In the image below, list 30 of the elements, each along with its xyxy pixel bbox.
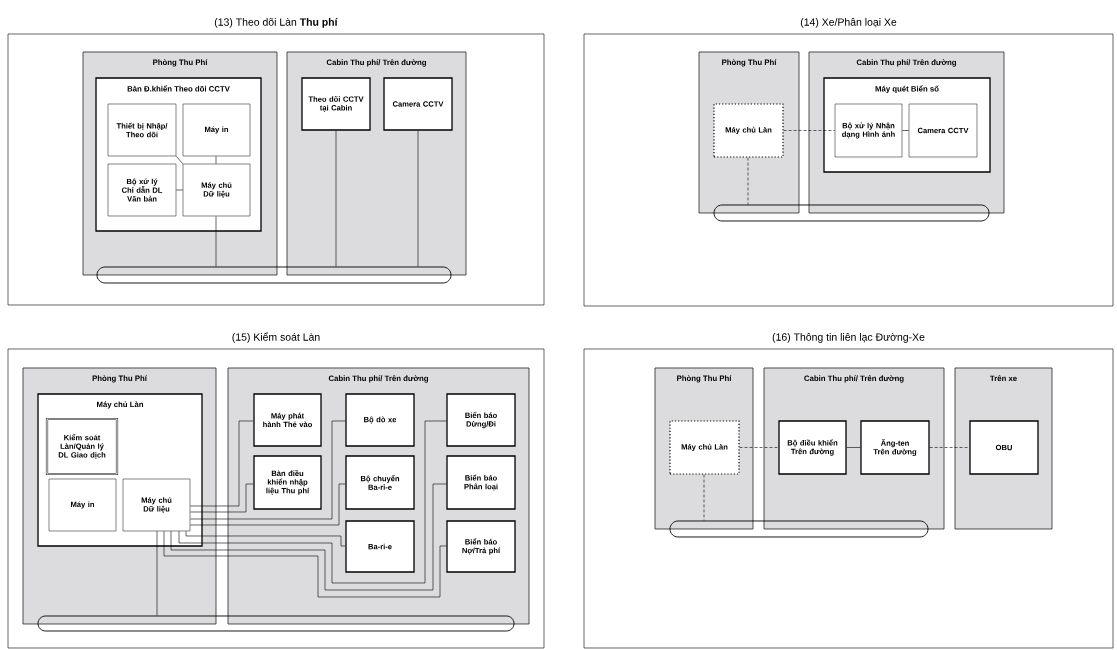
connector-line: [190, 483, 254, 513]
node-label: (16) Thông tin liên lạc Đường-Xe: [772, 332, 925, 343]
bus-bar: [669, 520, 929, 538]
connector-line: [190, 420, 254, 507]
connector-line: [215, 216, 217, 267]
connector-line: [190, 483, 346, 526]
connector-line: [929, 447, 970, 448]
connector-line: [176, 156, 183, 164]
connector-line: [417, 130, 419, 267]
connector-line: [335, 130, 337, 267]
connector-line: [163, 531, 447, 598]
node-label: (15) Kiểm soát Làn: [232, 332, 320, 343]
connector-line: [156, 531, 158, 616]
node-label: (13) Theo dõi Làn Thu phí: [214, 17, 338, 28]
connector-line: [846, 447, 861, 448]
connector-line: [178, 420, 447, 584]
node-label: (14) Xe/Phân loại Xe: [800, 18, 897, 28]
bus-bar: [37, 615, 515, 632]
connector-line: [190, 420, 346, 520]
bus-bar: [713, 204, 990, 222]
connector-line: [215, 156, 217, 164]
connector-line: [176, 189, 183, 191]
connector-line: [739, 447, 779, 448]
connector-line: [703, 474, 705, 521]
connector-line: [747, 157, 749, 205]
connector-line: [170, 483, 447, 591]
bus-bar: [96, 266, 452, 284]
connector-line: [902, 130, 909, 131]
connector-line: [783, 130, 835, 131]
connector-line: [185, 531, 346, 547]
